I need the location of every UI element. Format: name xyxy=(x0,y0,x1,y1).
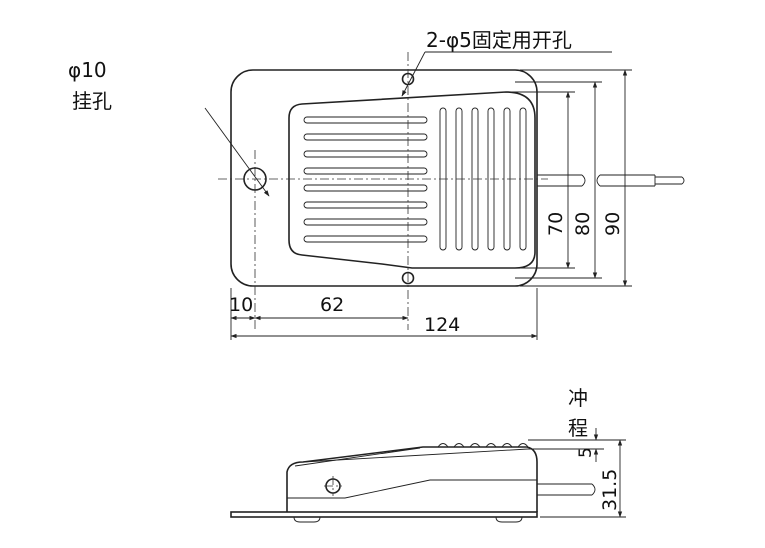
fixing-hole-bottom xyxy=(401,271,415,285)
pedal-horizontal-ribs xyxy=(303,116,428,243)
dim-5: 5 xyxy=(576,447,596,458)
stroke-label-1: 冲 xyxy=(568,386,588,410)
base-plate-outline xyxy=(230,69,538,287)
side-ribs xyxy=(437,443,529,448)
dim-62: 62 xyxy=(320,294,344,316)
hang-hole-diameter-label: φ10 xyxy=(68,58,107,82)
cable xyxy=(537,174,685,187)
dim-124: 124 xyxy=(424,314,460,336)
side-base-plate xyxy=(230,511,538,518)
dim-80: 80 xyxy=(572,212,594,236)
fixing-holes-label: 2-φ5固定用开孔 xyxy=(426,28,572,52)
side-view: 冲 程 5 31.5 xyxy=(230,386,626,523)
dim-10: 10 xyxy=(229,294,253,316)
top-view: 2-φ5固定用开孔 φ10 挂孔 10 62 124 70 80 90 xyxy=(68,28,685,340)
hang-hole xyxy=(243,167,267,191)
foot-left xyxy=(293,516,321,523)
foot-right xyxy=(495,516,523,523)
hang-hole-name-label: 挂孔 xyxy=(72,89,112,113)
side-body-outline xyxy=(286,446,538,512)
pedal-outline xyxy=(288,91,536,269)
dim-31-5: 31.5 xyxy=(599,469,621,511)
dim-70: 70 xyxy=(545,212,567,236)
stroke-label-2: 程 xyxy=(568,416,588,440)
dim-90: 90 xyxy=(602,212,624,236)
